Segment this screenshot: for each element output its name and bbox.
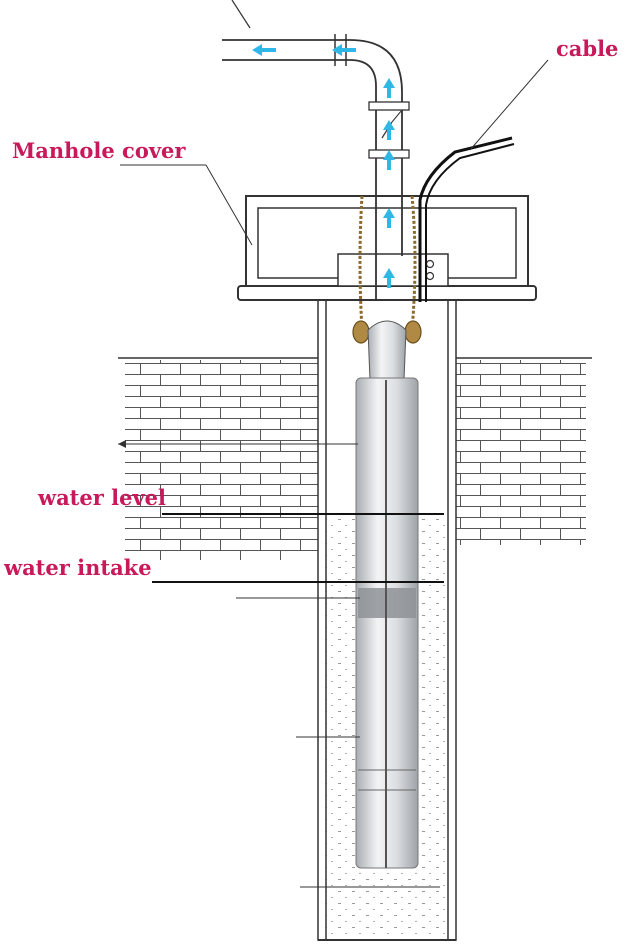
power-cable [418, 136, 515, 302]
water-intake-label: water intake [3, 555, 152, 580]
flow-arrow-icon [332, 44, 356, 56]
ground-brick-wall [118, 357, 592, 560]
flow-arrow-icon [252, 44, 276, 56]
cable-label: cable [556, 36, 618, 61]
flow-arrow-icon [383, 78, 395, 98]
brick-wall-right [456, 360, 586, 545]
flow-arrow-icon [383, 120, 395, 140]
submersible-pump [355, 320, 419, 869]
suspension-ropes [352, 195, 422, 344]
brick-wall-left [125, 360, 320, 560]
water-level-label: water level [37, 485, 166, 510]
manhole-cover [237, 195, 537, 301]
water-flow-arrows [252, 44, 395, 288]
flow-arrow-icon [383, 268, 395, 288]
flow-arrow-icon [383, 150, 395, 170]
manhole-cover-label: Manhole cover [12, 138, 186, 163]
leader-lines [118, 59, 549, 888]
cover-fitting [337, 253, 449, 287]
flow-arrow-icon [383, 208, 395, 228]
